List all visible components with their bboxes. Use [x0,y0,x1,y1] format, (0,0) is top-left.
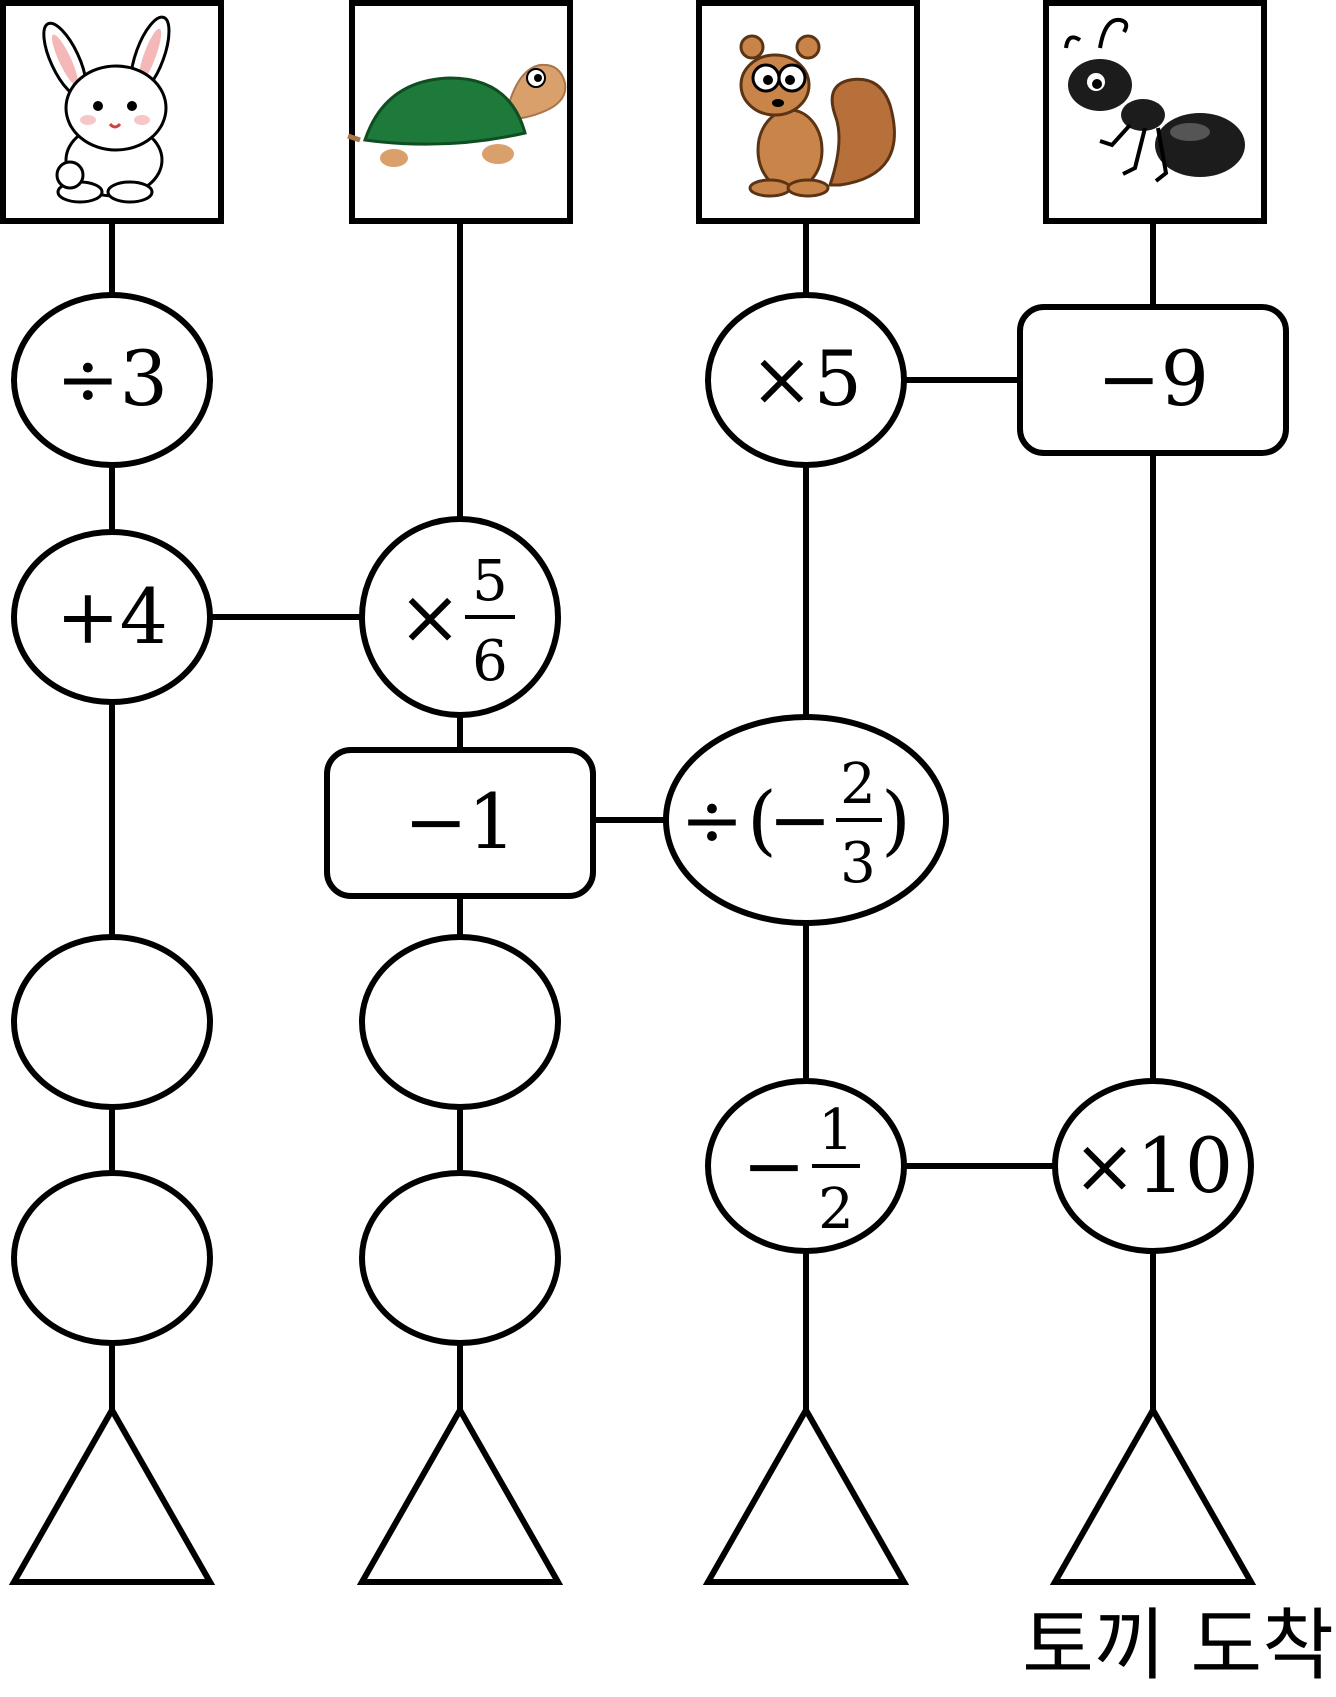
svg-text:−9: −9 [1097,334,1209,423]
squirrel-box [696,0,920,224]
svg-text:×: × [398,572,462,661]
op-node-ant-mul10: ×10 [1052,1078,1254,1254]
vertical-lines [109,220,1156,1410]
end-triangles [8,1403,1257,1585]
rabbit-icon [42,15,171,204]
svg-text:−: − [768,775,832,864]
svg-text:6: 6 [472,629,508,694]
op-node-rabbit-div3: ÷3 [11,292,213,468]
svg-text:2: 2 [840,752,876,817]
svg-text:−1: −1 [404,777,516,866]
svg-text:): ) [881,775,911,864]
blank-node-rabbit-2 [11,1170,213,1346]
turtle-icon [347,63,567,167]
svg-text:5: 5 [472,549,508,614]
svg-text:÷3: ÷3 [56,334,168,423]
op-node-turtle-minus1: −1 [324,747,596,899]
op-node-squirrel-minus-half: − 1 2 [705,1078,907,1254]
op-node-rabbit-plus4: +4 [11,529,213,705]
svg-text:(: ( [747,775,777,864]
arrival-caption: 토끼 도착 [1022,1601,1334,1691]
blank-node-turtle-2 [359,1170,561,1346]
svg-text:×5: ×5 [750,334,862,423]
svg-text:1: 1 [818,1098,854,1163]
op-node-turtle-mul-5-6: × 5 6 [359,516,561,718]
op-node-squirrel-div-neg-2-3: ÷ ( − 2 3 ) [663,714,949,926]
end-triangle-1 [8,1403,216,1585]
ant-icon [1064,17,1245,183]
end-triangle-2 [356,1403,564,1585]
rabbit-box [0,0,224,224]
turtle-box [347,0,573,224]
op-node-ant-minus9: −9 [1017,304,1289,456]
blank-node-turtle-1 [359,934,561,1110]
operation-nodes: ÷3 +4 × 5 6 −1 ×5 [11,292,1289,1346]
svg-text:×10: ×10 [1073,1121,1233,1210]
svg-text:−: − [742,1121,806,1210]
svg-text:2: 2 [818,1177,854,1242]
svg-text:÷: ÷ [680,775,744,864]
horizontal-rungs [112,377,1153,1169]
end-triangle-4 [1049,1403,1257,1585]
op-node-squirrel-mul5: ×5 [705,292,907,468]
ant-box [1043,0,1267,224]
animal-boxes [0,0,1267,224]
blank-node-rabbit-1 [11,934,213,1110]
svg-text:+4: +4 [56,572,168,661]
end-triangle-3 [702,1403,910,1585]
squirrel-icon [739,34,896,198]
svg-text:3: 3 [840,831,876,896]
